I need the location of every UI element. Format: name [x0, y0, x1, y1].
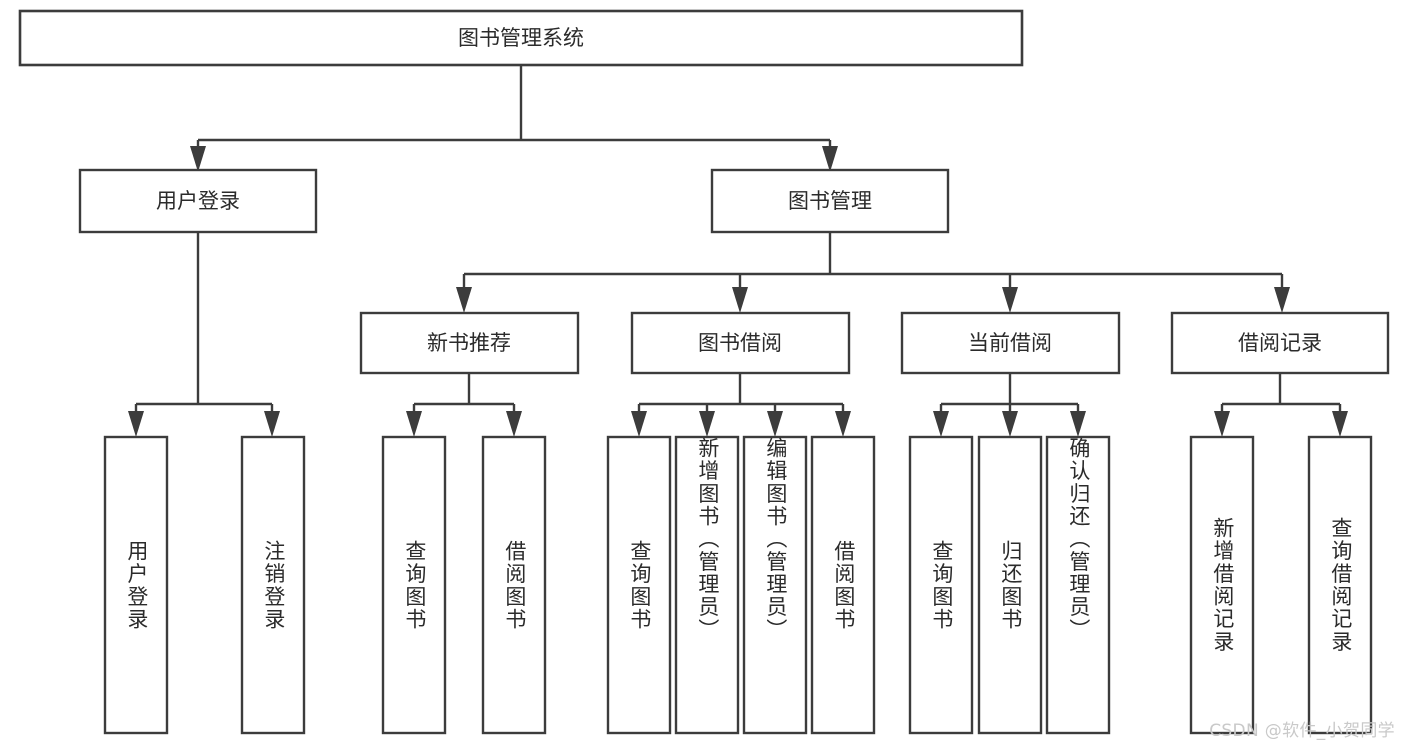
leaf-boxes: [103, 435, 1373, 735]
leaf-box-confirm-return[interactable]: [1045, 435, 1111, 735]
leaf-box-borrow-book-1[interactable]: [481, 435, 547, 735]
node-book-borrow[interactable]: 图书借阅: [630, 311, 851, 375]
leaf-box-query-book-2[interactable]: [606, 435, 672, 735]
edge-book-mgmt-bus: [456, 232, 1290, 313]
node-current-borrow[interactable]: 当前借阅: [900, 311, 1121, 375]
leaf-box-add-book[interactable]: [674, 435, 740, 735]
edge-root-bus: [198, 65, 830, 142]
node-book-borrow-label: 图书借阅: [698, 331, 782, 355]
leaf-box-query-record[interactable]: [1307, 435, 1373, 735]
node-new-book-recommend[interactable]: 新书推荐: [359, 311, 580, 375]
leaf-box-return-book[interactable]: [977, 435, 1043, 735]
node-current-borrow-label: 当前借阅: [968, 331, 1052, 355]
leaf-box-logout[interactable]: [240, 435, 306, 735]
leaf-box-borrow-book-2[interactable]: [810, 435, 876, 735]
edge-user-login-bus: [128, 232, 280, 437]
edge-borrow-record-bus: [1214, 373, 1348, 437]
node-root-label: 图书管理系统: [458, 26, 584, 50]
edge-root-to-user-login: [190, 140, 206, 172]
node-user-login[interactable]: 用户登录: [78, 168, 318, 234]
node-borrow-record-label: 借阅记录: [1238, 331, 1322, 355]
csdn-watermark: CSDN @软件_小贺同学: [1209, 721, 1395, 741]
edge-root-to-book-mgmt: [822, 140, 838, 172]
leaf-box-query-book-3[interactable]: [908, 435, 974, 735]
node-root[interactable]: 图书管理系统: [18, 9, 1024, 67]
leaf-box-query-book-1[interactable]: [381, 435, 447, 735]
edge-current-borrow-bus: [933, 373, 1086, 437]
node-new-book-recommend-label: 新书推荐: [427, 331, 511, 355]
node-book-management-label: 图书管理: [788, 189, 872, 213]
leaf-box-add-record[interactable]: [1189, 435, 1255, 735]
leaf-box-edit-book[interactable]: [742, 435, 808, 735]
node-user-login-label: 用户登录: [156, 189, 240, 213]
leaf-box-user-login[interactable]: [103, 435, 169, 735]
node-borrow-record[interactable]: 借阅记录: [1170, 311, 1390, 375]
edge-borrow-book-bus: [631, 373, 851, 437]
edge-new-book-bus: [406, 373, 522, 437]
node-book-management[interactable]: 图书管理: [710, 168, 950, 234]
